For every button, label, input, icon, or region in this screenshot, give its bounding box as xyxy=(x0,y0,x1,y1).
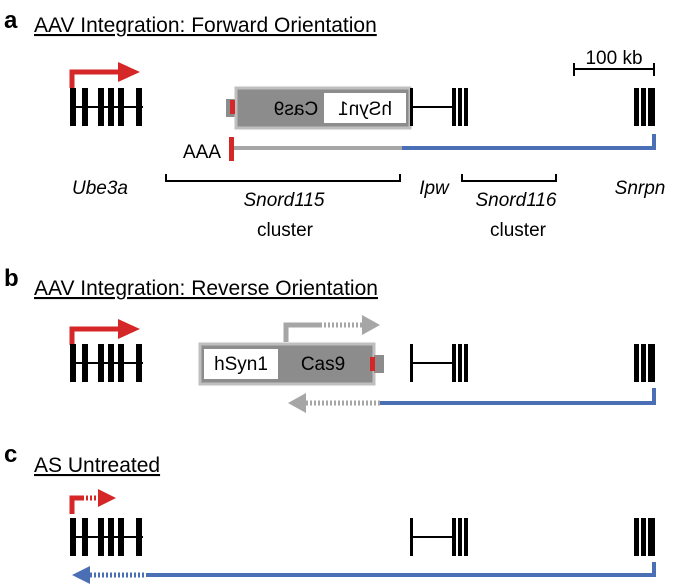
panel-letter-a: a xyxy=(4,7,18,34)
snrpn-exons-b xyxy=(634,344,655,382)
polya-label: AAA xyxy=(183,142,221,163)
panel-c-title: AS Untreated xyxy=(34,454,160,477)
aav-cassette-reverse: hSyn1 Cas9 xyxy=(198,342,384,386)
ipw-exons-b xyxy=(410,344,468,382)
cassette-tss-arrow xyxy=(283,315,380,342)
aav-cassette-forward: Cas9 hSyn1 xyxy=(226,86,412,130)
cassette-gene-label: Cas9 xyxy=(274,99,318,120)
cassette-promoter-label-b: hSyn1 xyxy=(214,354,268,375)
ipw-exons-c xyxy=(410,518,468,556)
scale-bar: 100 kb xyxy=(573,48,655,76)
snrpn-transcript-c xyxy=(72,562,656,584)
panel-b-title: AAV Integration: Reverse Orientation xyxy=(34,277,378,300)
snrpn-transcript-b xyxy=(288,388,656,413)
panel-a: a AAV Integration: Forward Orientation 1… xyxy=(4,7,665,241)
gene-label-snrpn: Snrpn xyxy=(615,178,666,199)
snord116-bracket xyxy=(461,174,557,182)
snrpn-transcript-a xyxy=(229,134,656,161)
ube3a-tss-arrow-c xyxy=(69,489,116,514)
gene-label-snord115: Snord115 xyxy=(244,190,325,211)
ube3a-tss-arrow-b xyxy=(69,319,140,345)
gene-label-snord116: Snord116 xyxy=(476,190,557,211)
gene-label-ipw: Ipw xyxy=(419,178,450,199)
snord116-cluster-label: cluster xyxy=(490,220,547,241)
scale-bar-label: 100 kb xyxy=(585,48,642,69)
snord115-bracket xyxy=(165,174,401,182)
ube3a-exons-c xyxy=(70,518,143,556)
gene-label-ube3a: Ube3a xyxy=(72,178,128,199)
panel-letter-c: c xyxy=(4,441,17,468)
ube3a-exons-b xyxy=(70,344,143,382)
panel-c: c AS Untreated xyxy=(4,441,656,584)
panel-letter-b: b xyxy=(4,265,19,292)
ipw-exons xyxy=(410,88,468,126)
panel-b: b AAV Integration: Reverse Orientation xyxy=(4,265,656,413)
snrpn-exons xyxy=(634,88,655,126)
panel-a-title: AAV Integration: Forward Orientation xyxy=(34,14,377,37)
polya-signal-mark xyxy=(229,137,234,161)
ube3a-tss-arrow xyxy=(69,62,140,88)
ube3a-exons xyxy=(70,88,143,126)
cassette-promoter-label: hSyn1 xyxy=(338,99,392,120)
snrpn-exons-c xyxy=(634,518,655,556)
snord115-cluster-label: cluster xyxy=(257,220,314,241)
cassette-gene-label-b: Cas9 xyxy=(301,354,345,375)
